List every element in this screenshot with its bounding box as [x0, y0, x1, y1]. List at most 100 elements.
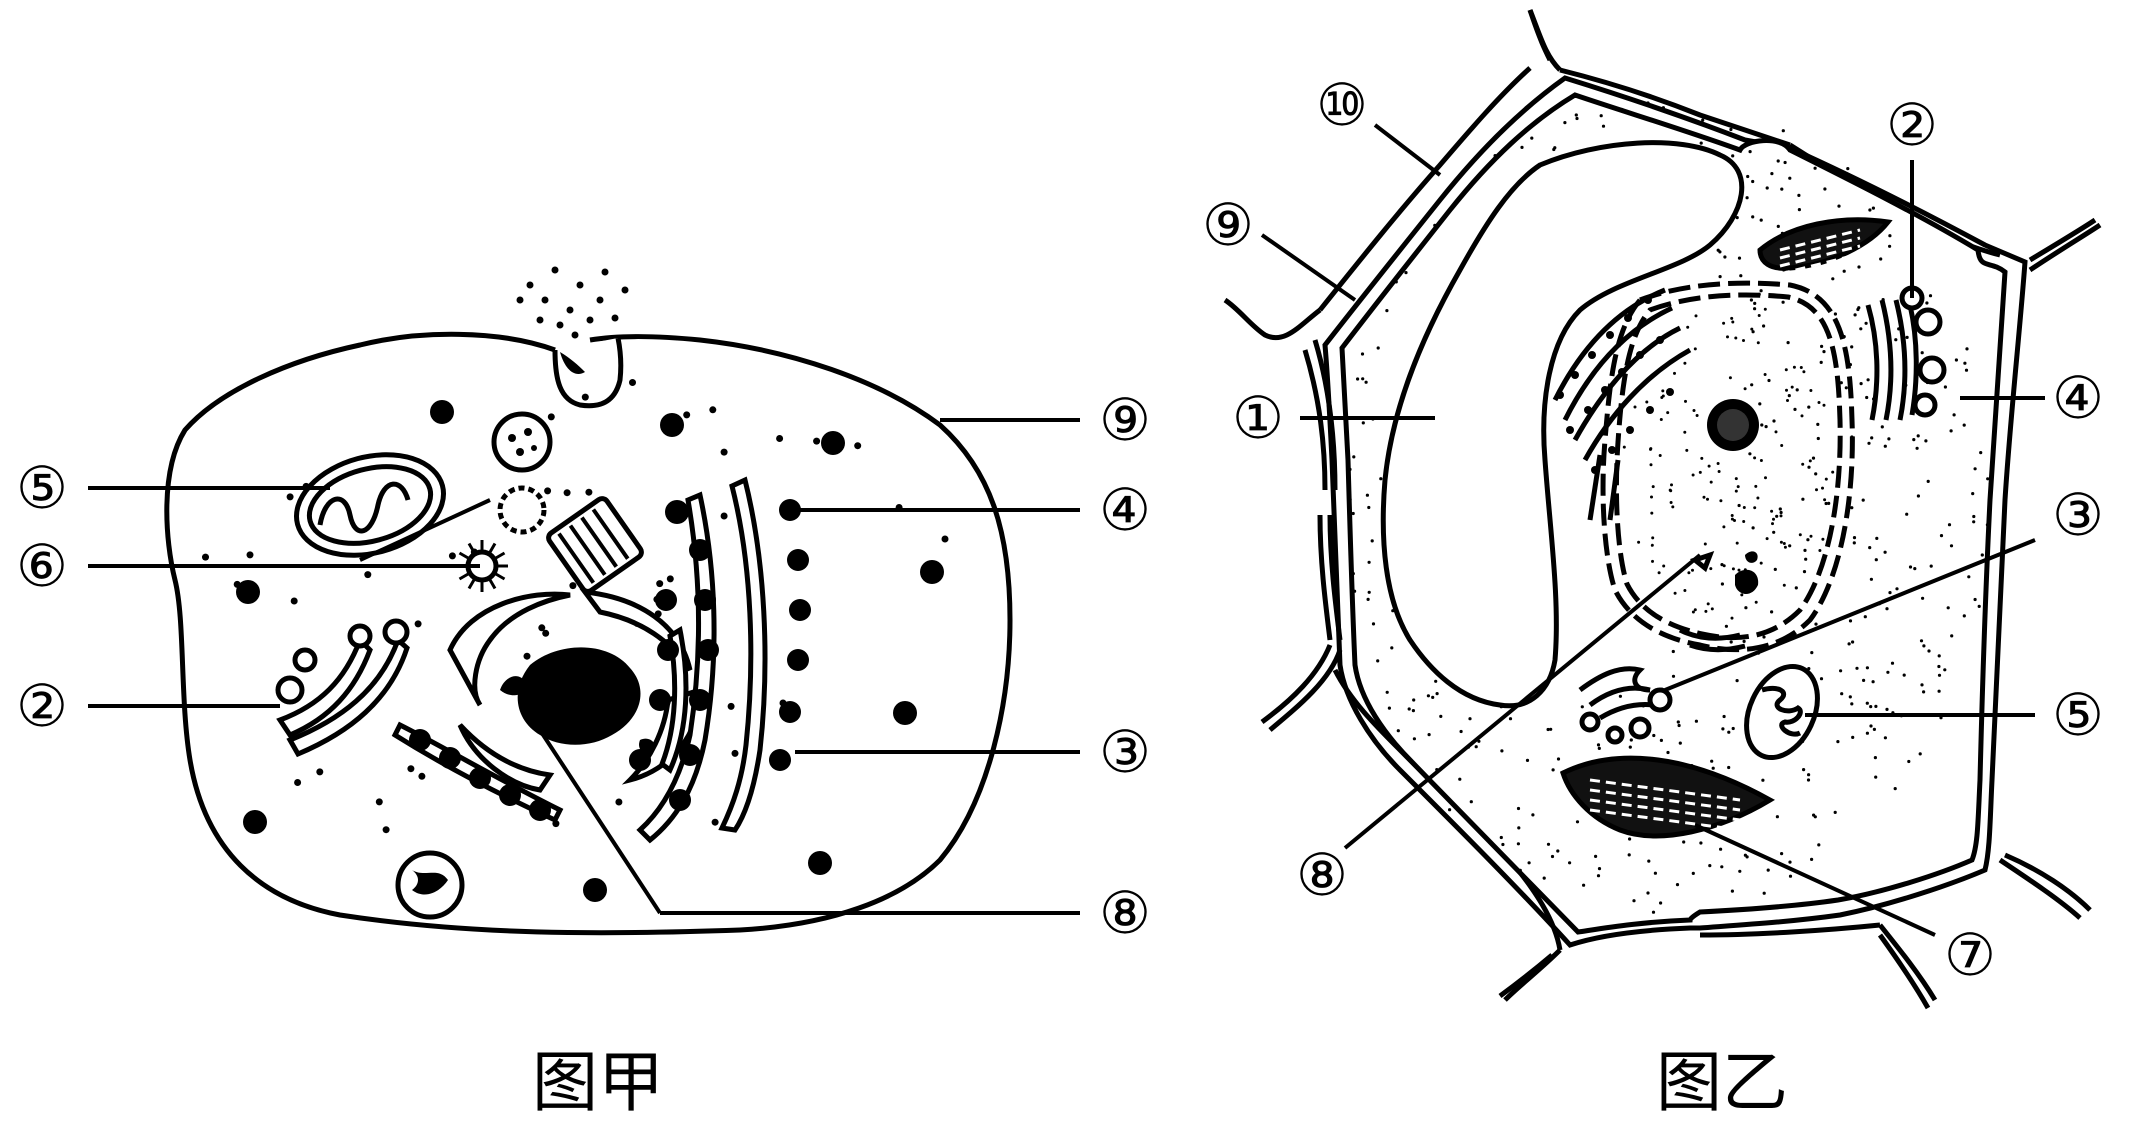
er-ribosome — [787, 549, 809, 571]
cytoplasm-grain — [1943, 668, 1947, 672]
cytoplasm-grain — [1751, 526, 1755, 530]
er-ribosome — [1591, 466, 1599, 474]
cytoplasm-grain — [1426, 694, 1430, 698]
cytoplasm-grain — [1802, 768, 1806, 772]
cytoplasm-grain — [1556, 849, 1560, 853]
chromatin-grain — [1707, 464, 1711, 468]
cytoplasm-grain — [1601, 124, 1606, 128]
cytoplasm-grain — [1459, 729, 1463, 734]
cytoplasm-grain — [1387, 706, 1391, 710]
cytoplasm-grain — [1772, 530, 1776, 534]
chromatin-grain — [1824, 477, 1828, 481]
cytoplasm-grain — [1474, 745, 1478, 749]
cytoplasm-grain — [1870, 436, 1874, 440]
cytoplasm-grain — [1767, 378, 1771, 383]
granule — [563, 489, 571, 497]
chromatin-grain — [1783, 545, 1787, 549]
chromatin-grain — [1754, 600, 1758, 604]
label-b-8: ⑧ — [1296, 841, 1348, 909]
cytoplasm-grain — [1661, 106, 1665, 110]
cytoplasm-grain — [1531, 813, 1535, 817]
cytoplasm-grain — [1739, 274, 1743, 278]
cytoplasm-grain — [1376, 659, 1380, 663]
cytoplasm-grain — [1469, 800, 1473, 804]
cytoplasm-grain — [1411, 709, 1415, 713]
granule — [941, 535, 949, 543]
chloroplast-top — [1757, 217, 1893, 276]
cytoplasm-grain — [1879, 257, 1883, 261]
cytoplasm-grain — [1937, 664, 1941, 669]
cytoplasm-grain — [1962, 614, 1966, 618]
cytoplasm-grain — [1691, 871, 1695, 876]
chromatin-grain — [1693, 347, 1697, 351]
chromatin-grain — [1800, 414, 1804, 418]
cytoplasm-grain — [1701, 118, 1705, 122]
chromatin-grain — [1754, 484, 1758, 488]
cytoplasm-grain — [1574, 113, 1578, 117]
chromatin-grain — [1731, 567, 1735, 571]
er-ribosome — [529, 799, 551, 821]
chromatin-grain — [1730, 517, 1734, 521]
cytoplasm-grain — [1367, 505, 1371, 510]
chromatin-grain — [1763, 307, 1767, 311]
granule — [629, 379, 636, 386]
granule — [585, 488, 593, 496]
small-organelle-a — [395, 850, 465, 920]
cytoplasm-grain — [1647, 859, 1651, 863]
cytoplasm-grain — [1711, 766, 1715, 770]
chromatin-grain — [1736, 485, 1740, 489]
granule — [547, 413, 555, 421]
er-ribosome — [1666, 388, 1674, 396]
chromatin-grain — [1649, 447, 1652, 451]
cytoplasm-grain — [1699, 141, 1703, 145]
er-ribosome — [499, 784, 521, 806]
chromatin-grain — [1710, 607, 1714, 611]
label-a-3: ③ — [1099, 718, 1151, 786]
label-b-3: ③ — [2052, 481, 2104, 549]
cytoplasm-grain — [1549, 727, 1553, 731]
er-ribosome — [649, 689, 671, 711]
cytoplasm-grain — [1916, 434, 1920, 438]
cytoplasm-grain — [1628, 837, 1632, 841]
cytoplasm-grain — [1850, 702, 1854, 706]
chromatin-grain — [1821, 537, 1825, 541]
cytoplasm-grain — [1869, 577, 1873, 581]
chromatin-grain — [1734, 477, 1738, 481]
chromatin-grain — [1685, 448, 1689, 452]
chromatin-grain — [1722, 525, 1726, 529]
chromatin-grain — [1650, 543, 1654, 547]
cytoplasm-grain — [1852, 541, 1856, 545]
cytoplasm-grain — [1435, 692, 1439, 696]
chromatin-grain — [1779, 540, 1783, 544]
cytoplasm-grain — [1937, 673, 1942, 677]
cytoplasm-grain — [1719, 847, 1723, 851]
cytoplasm-grain — [1520, 145, 1524, 149]
cytoplasm-grain — [1745, 196, 1749, 200]
cytoplasm-grain — [1804, 557, 1808, 561]
cytoplasm-grain — [1865, 666, 1869, 670]
cytoplasm-grain — [1596, 743, 1601, 747]
cytoplasm-grain — [1731, 154, 1735, 158]
cytoplasm-grain — [1364, 380, 1368, 384]
cytoplasm-grain — [1708, 864, 1712, 868]
free-ribosome — [243, 810, 267, 834]
cytoplasm-grain — [1916, 494, 1920, 498]
cytoplasm-grain — [1743, 853, 1747, 857]
cytoplasm-grain — [1822, 350, 1826, 354]
cytoplasm-grain — [1434, 679, 1438, 683]
chromatin-grain — [1645, 400, 1649, 404]
cytoplasm-grain — [1776, 159, 1780, 163]
cytoplasm-grain — [1788, 860, 1792, 864]
chromatin-grain — [1698, 470, 1702, 474]
chromatin-grain — [1666, 411, 1670, 415]
cytoplasm-grain — [1952, 413, 1956, 417]
label-b-1: ① — [1232, 384, 1284, 452]
cytoplasm-grain — [1780, 187, 1784, 191]
cytoplasm-grain — [1859, 327, 1863, 331]
chromatin-grain — [1750, 327, 1754, 331]
cytoplasm-grain — [1929, 564, 1933, 568]
cytoplasm-grain — [1865, 731, 1869, 735]
secretion-dots — [516, 266, 629, 339]
cytoplasm-grain — [1855, 666, 1859, 670]
er-ribosome — [769, 749, 791, 771]
